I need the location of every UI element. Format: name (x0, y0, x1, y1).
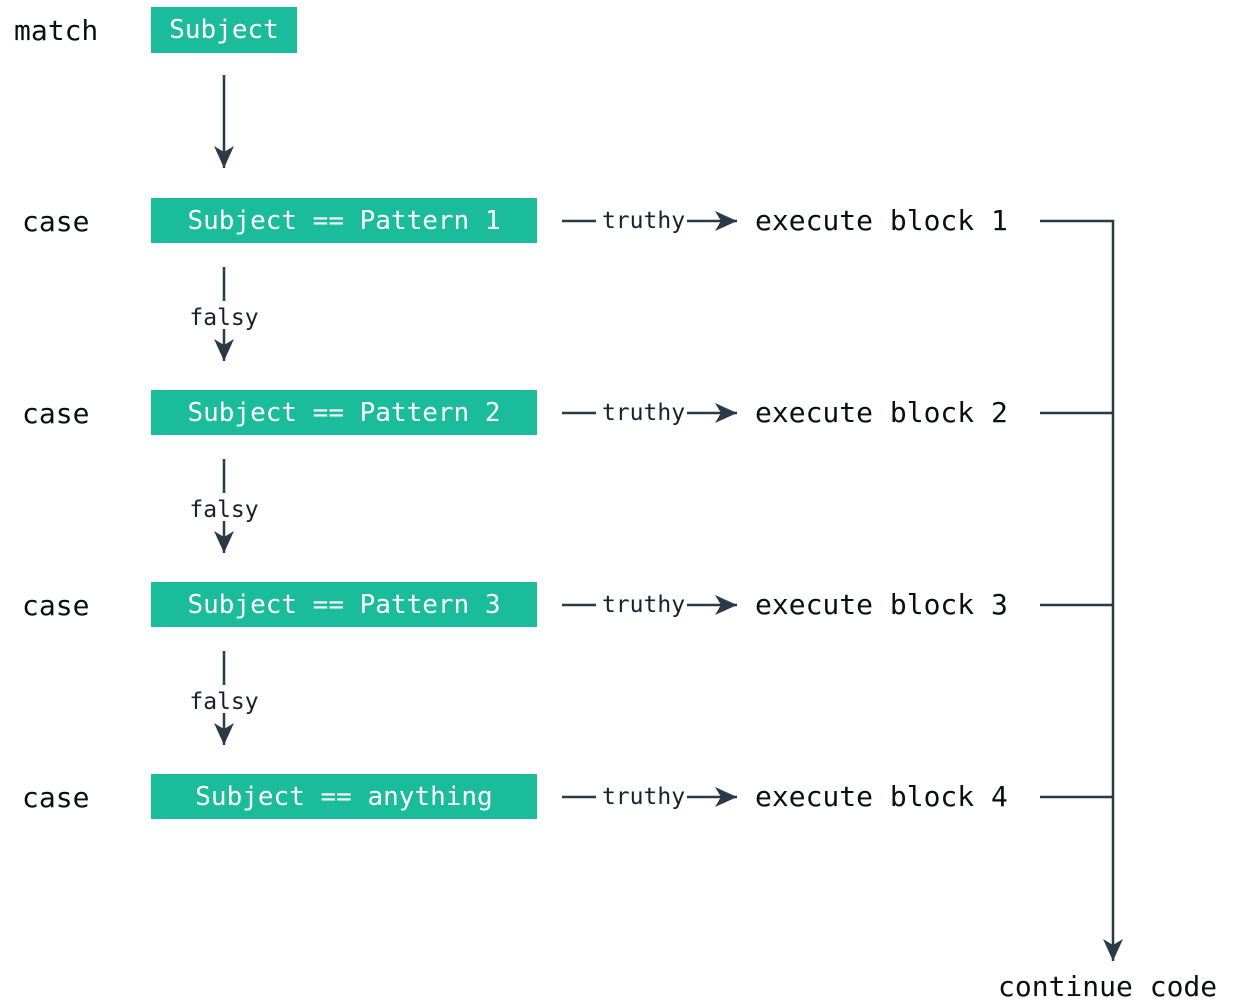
condition-box: Subject == Pattern 2 (151, 390, 537, 435)
result-label: execute block 3 (755, 588, 1008, 621)
case-keyword-label: case (22, 204, 90, 238)
falsy-label: falsy (189, 497, 259, 523)
result-label: execute block 1 (755, 204, 1008, 237)
condition-box: Subject == Pattern 3 (151, 582, 537, 627)
continue-rail (1040, 219, 1123, 961)
case-keyword-label: case (22, 588, 90, 622)
falsy-label: falsy (189, 689, 259, 715)
case-keyword-label: case (22, 396, 90, 430)
falsy-label: falsy (189, 305, 259, 331)
truthy-label: truthy (601, 399, 686, 426)
truthy-label: truthy (601, 591, 686, 618)
match-keyword-label: match (14, 13, 99, 47)
continue-code-label: continue code (998, 970, 1218, 1003)
result-label: execute block 2 (755, 396, 1008, 429)
condition-box: Subject == Pattern 1 (151, 198, 537, 243)
case-keyword-label: case (22, 780, 90, 814)
condition-box: Subject == anything (151, 774, 537, 819)
subject-box: Subject (151, 7, 297, 53)
result-label: execute block 4 (755, 780, 1008, 813)
truthy-label: truthy (601, 207, 686, 234)
truthy-label: truthy (601, 783, 686, 810)
